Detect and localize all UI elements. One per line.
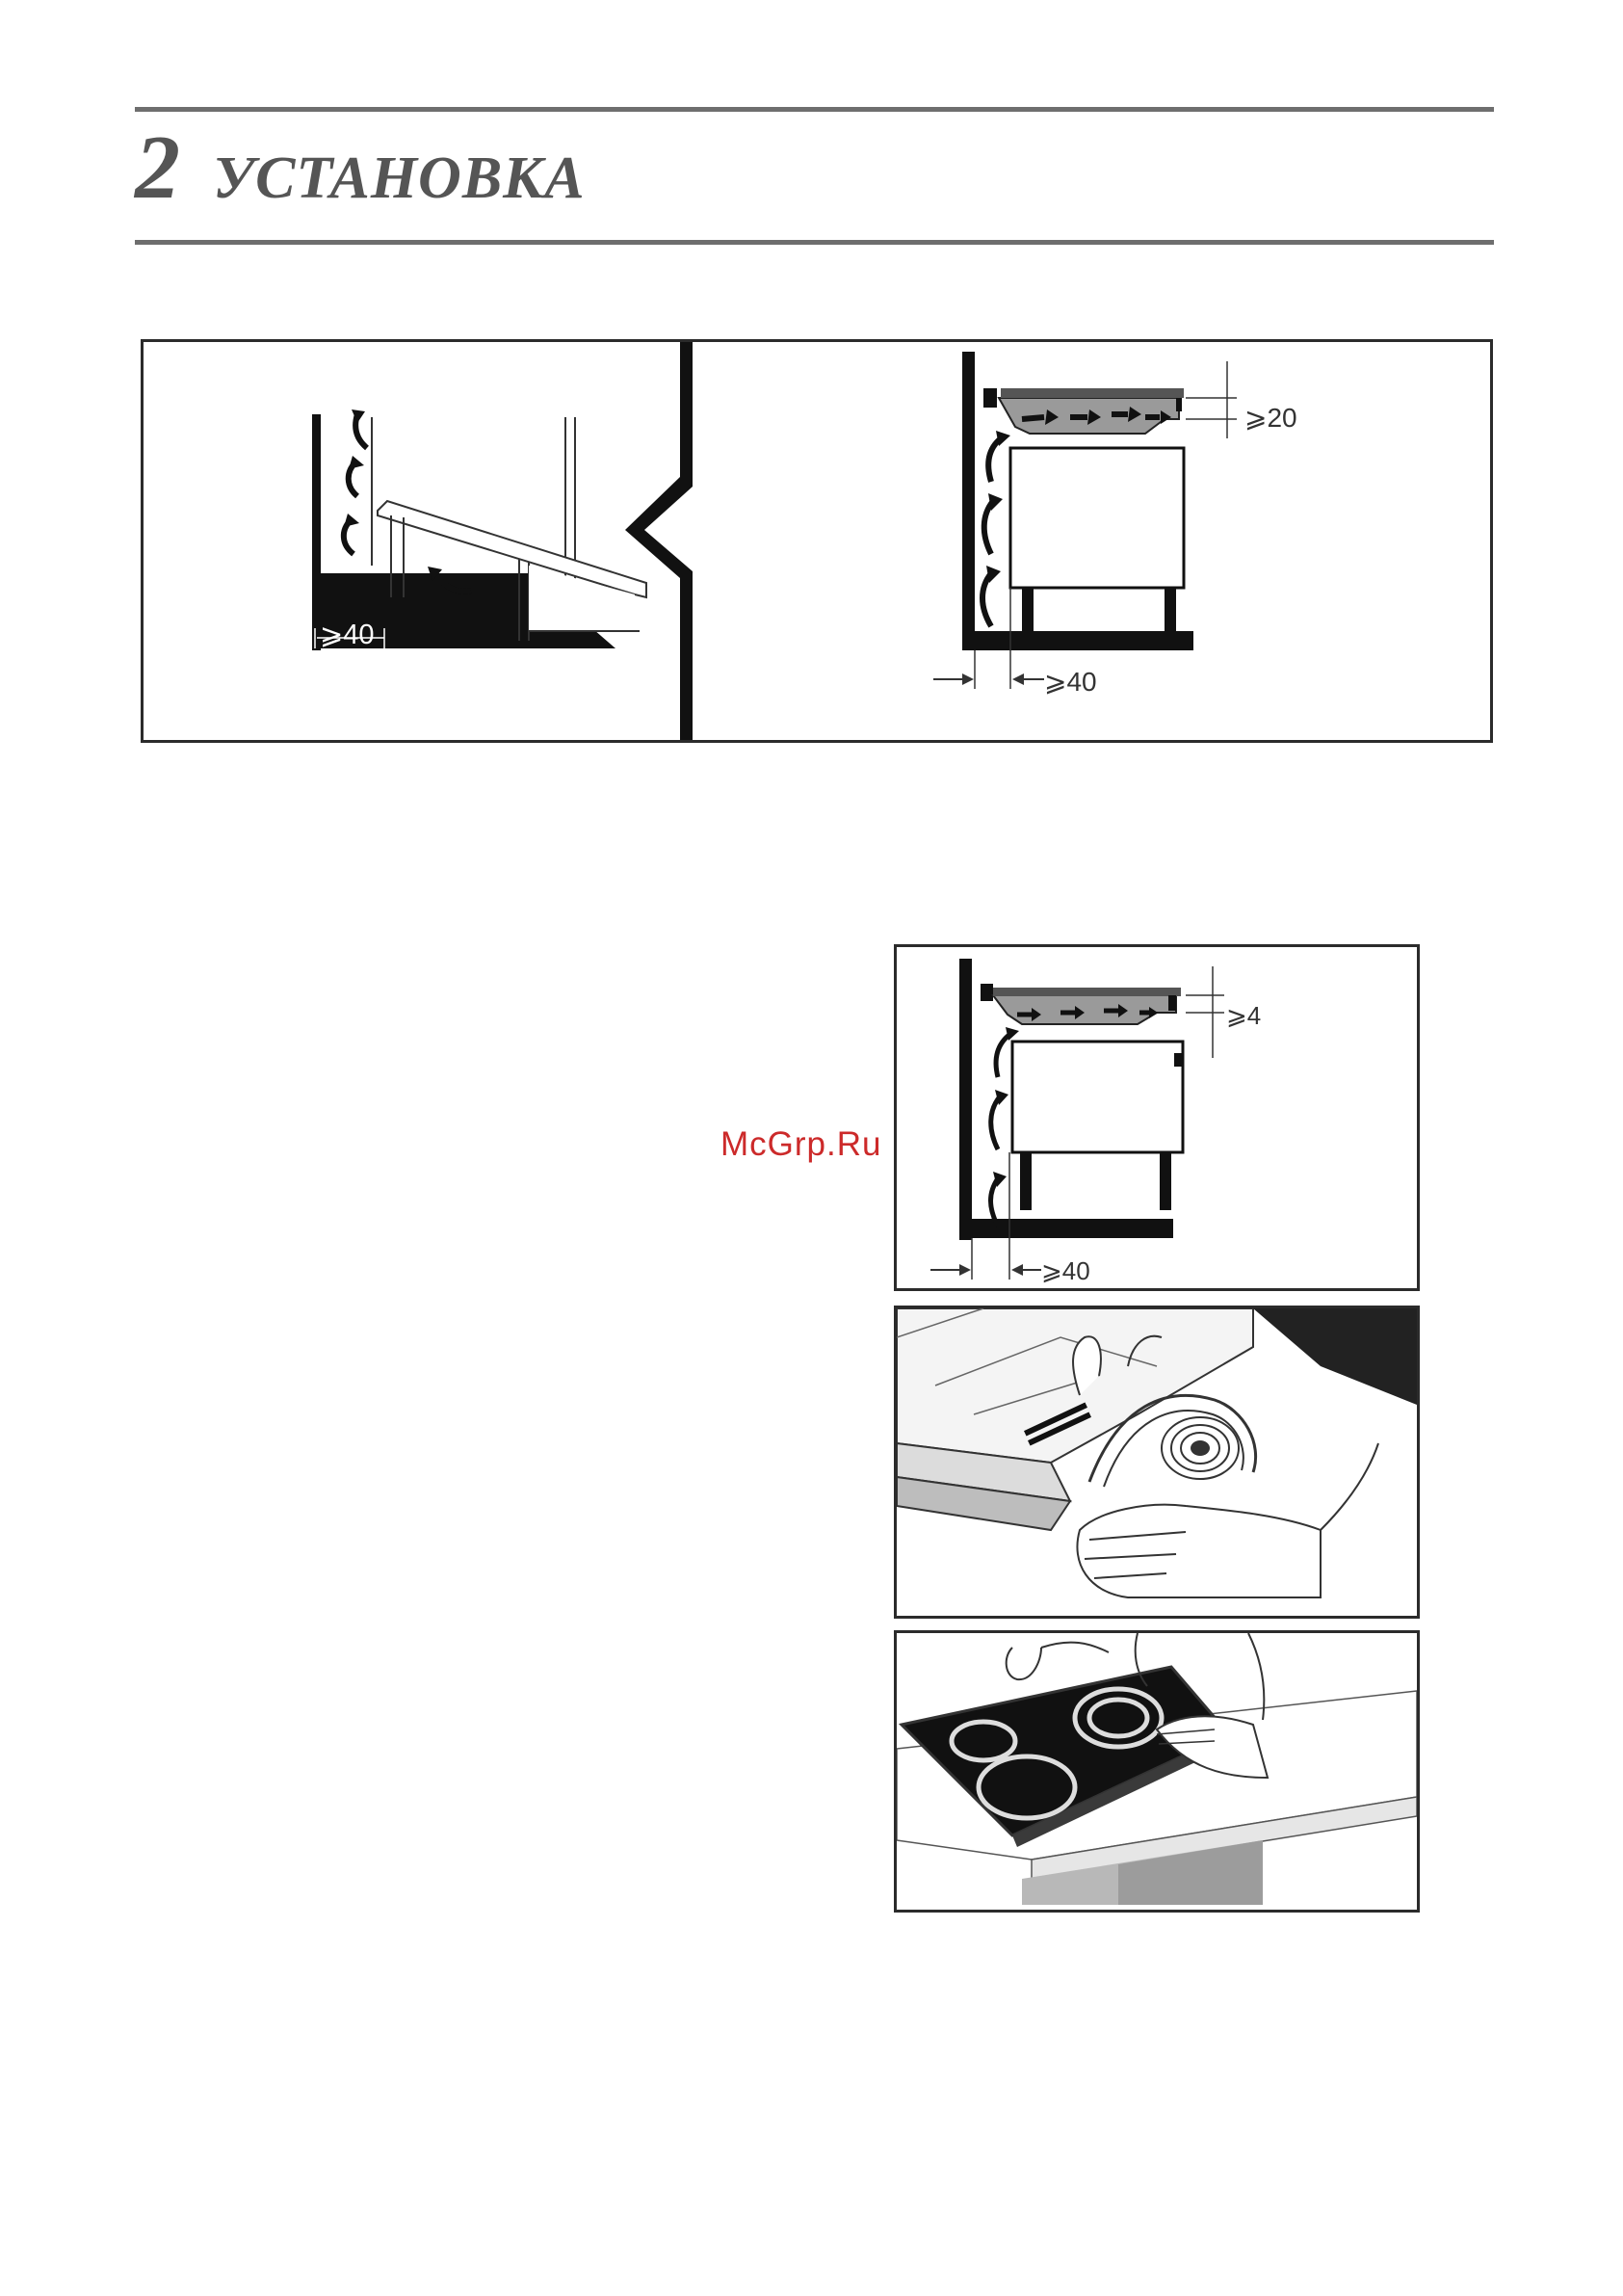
header-top-rule xyxy=(135,107,1494,112)
left-clearance-label: ⩾40 xyxy=(320,620,375,650)
seal-application-figure xyxy=(894,1306,1420,1619)
header-bottom-rule xyxy=(135,240,1494,245)
hob-placement-illustration xyxy=(897,1633,1417,1910)
ventilation-figure: ⩾40 xyxy=(141,339,1493,743)
section-title: УСТАНОВКА xyxy=(213,145,586,213)
clearance-figure: ⩾4 ⩾40 xyxy=(894,944,1420,1291)
bottom-clearance-label: ⩾40 xyxy=(1041,1256,1090,1285)
clearance-diagram: ⩾4 ⩾40 xyxy=(897,947,1417,1288)
cabinet-plinth-illustration: ⩾40 xyxy=(312,409,646,650)
jagged-divider xyxy=(625,342,693,740)
bottom-gap-label: ⩾40 xyxy=(1044,667,1097,697)
top-gap-label: ⩾20 xyxy=(1244,403,1297,433)
cross-section-illustration: ⩾20 ⩾40 xyxy=(933,352,1297,697)
section-heading: 2 УСТАНОВКА xyxy=(135,116,586,212)
hob-placement-figure xyxy=(894,1630,1420,1913)
ventilation-diagram: ⩾40 xyxy=(144,342,1490,740)
seal-application-illustration xyxy=(897,1308,1417,1616)
watermark: McGrp.Ru xyxy=(720,1125,881,1164)
top-clearance-label: ⩾4 xyxy=(1226,1001,1261,1030)
section-number: 2 xyxy=(135,116,180,220)
